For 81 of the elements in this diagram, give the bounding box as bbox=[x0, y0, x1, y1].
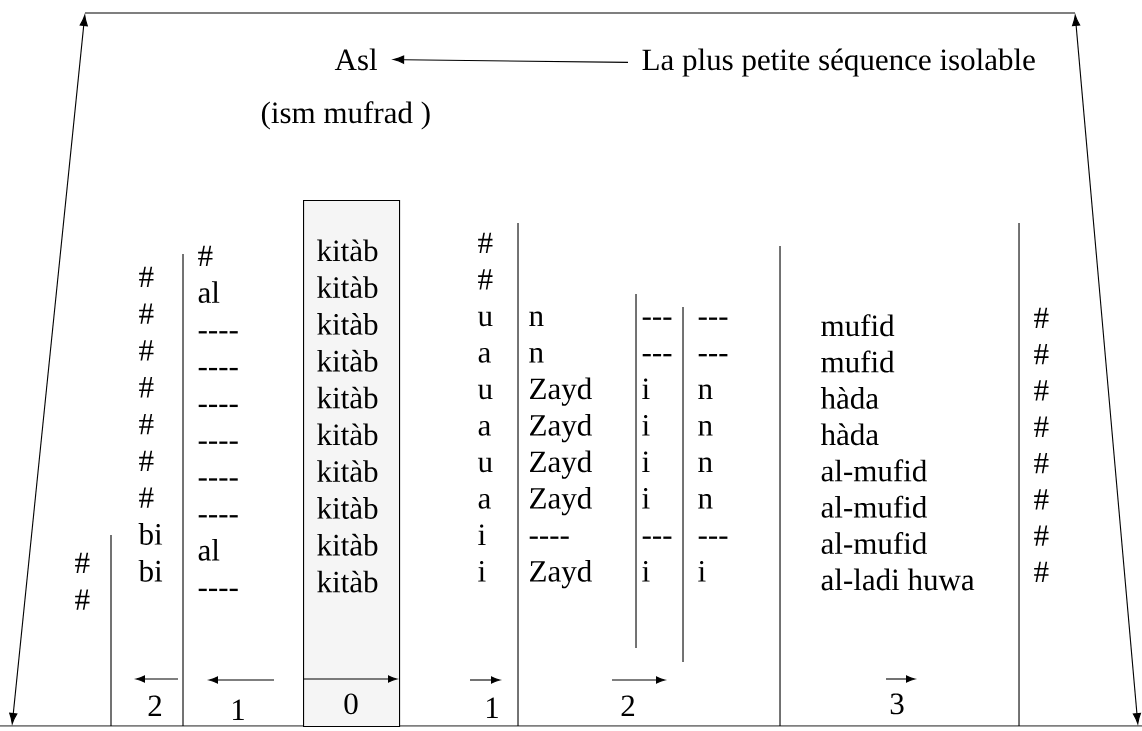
table-text: Zayd bbox=[530, 414, 592, 443]
table-text: # bbox=[139, 266, 154, 287]
table-text: n bbox=[529, 311, 544, 326]
table-text: Zayd bbox=[530, 377, 592, 406]
table-text: --- bbox=[698, 354, 728, 357]
column-number: 1 bbox=[487, 697, 498, 718]
table-text: # bbox=[75, 552, 90, 573]
table-text: ---- bbox=[198, 441, 238, 444]
table-text: al bbox=[198, 538, 220, 561]
table-text: mufid bbox=[821, 314, 895, 337]
table-text: # bbox=[1034, 307, 1049, 328]
table-text: al-mufid bbox=[821, 495, 927, 518]
table-text: --- bbox=[698, 536, 728, 539]
table-text: al-mufid bbox=[821, 459, 927, 482]
table-text: a bbox=[478, 420, 491, 436]
table-text: # bbox=[139, 303, 154, 324]
table-text: ---- bbox=[529, 536, 569, 539]
heading-text: La plus petite séquence isolable bbox=[642, 48, 1035, 77]
table-text: # bbox=[1034, 561, 1049, 583]
table-text: i bbox=[478, 524, 486, 545]
table-text: i bbox=[698, 560, 706, 582]
table-text: # bbox=[139, 377, 154, 398]
table-text: --- bbox=[642, 354, 672, 357]
table-text: ---- bbox=[198, 404, 238, 408]
table-text: al bbox=[198, 281, 220, 304]
arrow bbox=[393, 55, 629, 64]
table-text: bi bbox=[138, 523, 163, 545]
table-text: n bbox=[698, 420, 713, 436]
table-text: # bbox=[1034, 344, 1049, 365]
table-text: i bbox=[642, 414, 650, 436]
table-text: # bbox=[139, 487, 154, 508]
table-text: u bbox=[477, 384, 493, 400]
table-text: --- bbox=[642, 317, 672, 320]
table-text: # bbox=[139, 413, 154, 435]
table-text: ---- bbox=[198, 515, 238, 518]
table-text: --- bbox=[698, 317, 728, 320]
table-text: i bbox=[478, 560, 486, 582]
table-text: i bbox=[642, 560, 650, 582]
table-text: # bbox=[1034, 489, 1049, 510]
table-text: n bbox=[698, 493, 713, 509]
table-text: hàda bbox=[820, 387, 879, 409]
column-number: 3 bbox=[890, 693, 904, 715]
table-text: n bbox=[529, 347, 544, 363]
column-number: 2 bbox=[621, 695, 635, 716]
note-text: (ism mufrad ) bbox=[261, 101, 430, 130]
table-text: ---- bbox=[198, 588, 238, 592]
table-text: n bbox=[698, 457, 713, 472]
table-text: # bbox=[139, 450, 154, 471]
table-text: Zayd bbox=[530, 487, 592, 516]
table-text: ---- bbox=[198, 331, 238, 334]
table-text: # bbox=[75, 589, 90, 610]
table-text: u bbox=[477, 311, 493, 327]
table-text: bi bbox=[138, 559, 163, 582]
column-number: 2 bbox=[148, 695, 162, 716]
table-text: # bbox=[1034, 525, 1049, 546]
column-number: 1 bbox=[233, 699, 244, 720]
table-text: # bbox=[198, 245, 213, 266]
table-text: i bbox=[642, 451, 650, 472]
table-text: a bbox=[478, 493, 491, 509]
column-box: kitàb kitàb kitàb kitàb kitàb kitàb kitàb kitàb kitàb kitàb 0 bbox=[303, 200, 401, 728]
table-text: ---- bbox=[198, 478, 238, 481]
table-text: Zayd bbox=[530, 450, 592, 479]
table-text: # bbox=[1034, 452, 1049, 474]
table-text: a bbox=[478, 347, 491, 363]
table-text: n bbox=[698, 384, 713, 399]
table-text: hàda bbox=[820, 423, 879, 446]
table-text: i bbox=[642, 487, 650, 509]
table-text: mufid bbox=[821, 350, 895, 373]
table-text: u bbox=[477, 457, 493, 473]
table-text: --- bbox=[642, 536, 672, 539]
heading-text: Asl bbox=[334, 48, 377, 71]
table-text: ---- bbox=[198, 367, 238, 371]
table-text: # bbox=[1034, 416, 1049, 437]
table-text: al-mufid bbox=[821, 531, 927, 555]
table-text: Zayd bbox=[530, 560, 592, 589]
table-text: # bbox=[478, 269, 493, 290]
table-text: i bbox=[642, 378, 650, 399]
table-text: # bbox=[478, 232, 493, 253]
table-text: # bbox=[139, 340, 154, 361]
table-text: # bbox=[1034, 380, 1049, 401]
table-text: al-ladi huwa bbox=[821, 568, 975, 591]
